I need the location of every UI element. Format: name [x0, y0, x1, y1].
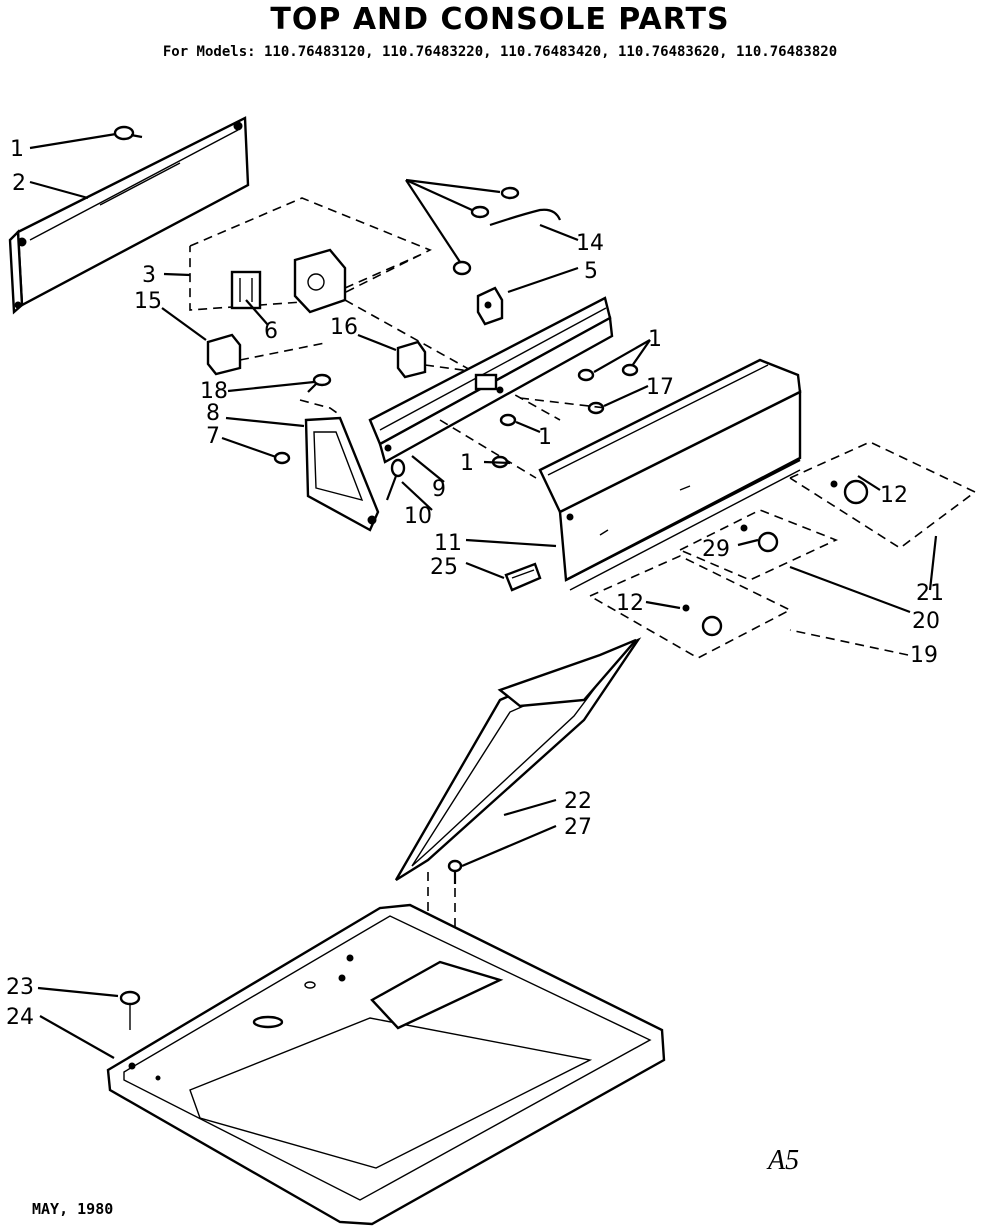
callout-label: 22	[564, 789, 592, 814]
callout-label: 14	[576, 231, 604, 256]
callout-labels: 1 2 3 15 6 16 18 8 7 9 10 1 1 14 5 1 17 …	[6, 137, 944, 1030]
block-part-15	[206, 333, 326, 376]
callout-label: 17	[646, 375, 674, 400]
top-cover-part	[106, 903, 666, 1226]
callout-label: 1	[10, 137, 24, 162]
callout-label: 12	[616, 591, 644, 616]
group-outline-20	[679, 509, 839, 581]
page-title: TOP AND CONSOLE PARTS	[270, 2, 730, 37]
console-bracket-part	[368, 296, 614, 464]
callout-label: 15	[134, 289, 162, 314]
bumper-part-23	[119, 990, 141, 1030]
guide-line	[299, 399, 341, 416]
callout-label: 9	[432, 477, 446, 502]
lid-part	[394, 637, 642, 882]
back-panel-part	[8, 116, 250, 315]
group-outline-3	[189, 197, 432, 311]
knob-part-12a	[830, 479, 869, 505]
callout-label: 6	[264, 319, 278, 344]
callout-label: 23	[6, 975, 34, 1000]
callout-label: 12	[880, 483, 908, 508]
callout-label: 10	[404, 504, 432, 529]
callout-label: 2	[12, 171, 26, 196]
leader-lines	[29, 132, 938, 1059]
callout-label: 16	[330, 315, 358, 340]
screw-part-9	[385, 458, 406, 501]
model-list: For Models: 110.76483120, 110.76483220, …	[162, 44, 838, 60]
screw-part-top	[452, 186, 562, 276]
connector-part-25	[504, 562, 542, 592]
guide-line	[344, 299, 561, 421]
console-panel-part	[538, 358, 802, 591]
guide-line	[439, 419, 537, 479]
guide-line	[344, 254, 421, 289]
callout-label: 8	[206, 401, 220, 426]
callout-label: 1	[648, 327, 662, 352]
switch-part	[230, 270, 262, 310]
callout-label: 27	[564, 815, 592, 840]
callout-label: 1	[460, 451, 474, 476]
bracket-part-5	[476, 286, 504, 326]
callout-label: 21	[916, 581, 944, 606]
callout-label: 19	[910, 643, 938, 668]
callout-label: 5	[584, 259, 598, 284]
callout-label: 24	[6, 1005, 34, 1030]
callout-label: 7	[206, 424, 220, 449]
revision-date: MAY, 1980	[32, 1200, 114, 1218]
screw-part	[113, 125, 143, 141]
page-code: A5	[768, 1145, 800, 1176]
nut-part-7	[273, 451, 291, 465]
callout-label: 3	[142, 263, 156, 288]
callout-label: 18	[200, 379, 228, 404]
timer-part	[293, 248, 347, 314]
knob-part-12b	[682, 604, 723, 637]
callout-label: 29	[702, 537, 730, 562]
screw-part-27	[447, 859, 463, 884]
knob-part-29	[740, 524, 779, 553]
bracket-part-8	[304, 416, 380, 532]
group-outline-19	[589, 555, 792, 659]
callout-label: 11	[434, 531, 462, 556]
callout-label: 20	[912, 609, 940, 634]
callout-label: 1	[538, 425, 552, 450]
callout-label: 25	[430, 555, 458, 580]
screw-part-18	[307, 373, 332, 393]
